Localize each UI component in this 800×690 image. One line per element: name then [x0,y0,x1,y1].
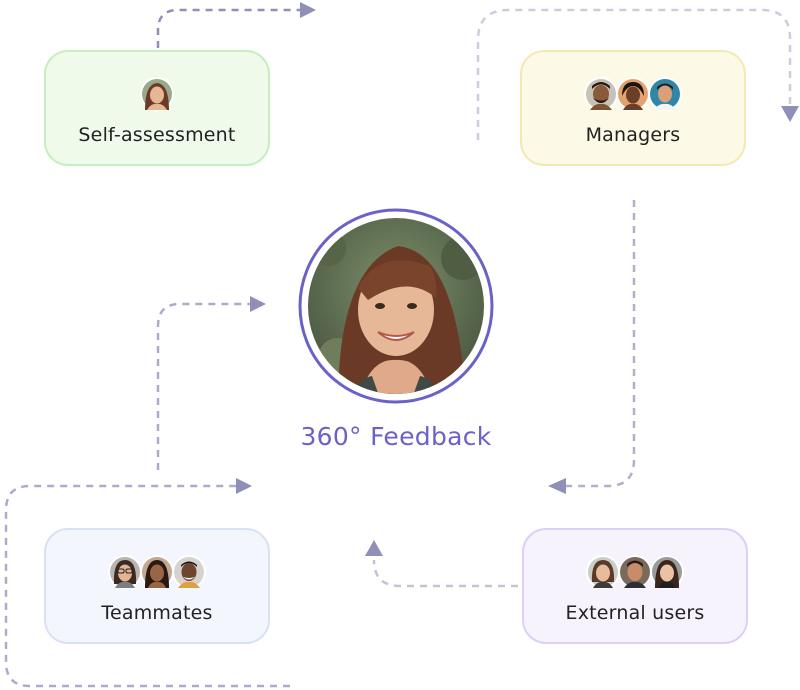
center-title: 360° Feedback [300,422,492,451]
center-portrait [298,208,494,404]
arrow-self-head [300,2,316,18]
avatar [172,555,206,589]
card-label: Self-assessment [78,124,236,146]
arrow-self-path [156,8,300,48]
card-label: External users [565,602,705,624]
avatar [650,555,684,589]
avatar [616,77,650,111]
arrow-center-right-path [566,200,636,488]
card-label: Managers [585,124,681,146]
avatar [584,77,618,111]
self-assessment-card: Self-assessment [44,50,270,166]
arrow-external-head [365,540,383,556]
avatar [648,77,682,111]
avatar [140,77,174,111]
avatar-group [524,554,746,590]
avatar [586,555,620,589]
arrow-center-right-head [548,478,566,494]
arrow-managers-head [781,106,799,122]
avatar-group [522,76,744,112]
arrow-external-path [372,559,518,588]
teammates-card: Teammates [44,528,270,644]
arrow-center-left-head [250,296,266,312]
external-users-card: External users [522,528,748,644]
arrow-managers-path [476,8,792,140]
arrow-loop-head [236,478,252,494]
card-label: Teammates [101,602,213,624]
avatar-group [46,554,268,590]
person-portrait-icon [298,208,494,404]
avatar [618,555,652,589]
arrow-center-left-path [156,302,250,470]
avatar [140,555,174,589]
managers-card: Managers [520,50,746,166]
avatar-group [46,76,268,112]
avatar [108,555,142,589]
